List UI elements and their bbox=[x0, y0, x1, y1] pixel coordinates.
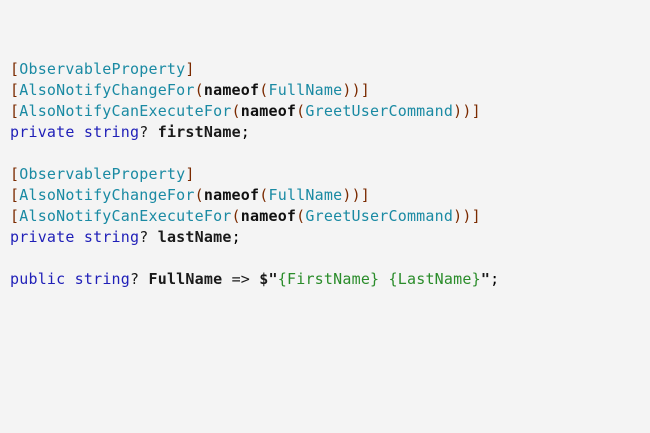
code-token: AlsoNotifyCanExecuteFor bbox=[19, 207, 232, 225]
code-token: ] bbox=[185, 165, 195, 183]
code-token: ; bbox=[231, 228, 241, 246]
code-token: ObservableProperty bbox=[19, 60, 186, 78]
code-token bbox=[65, 270, 74, 288]
code-token: string bbox=[74, 270, 131, 288]
code-token: ? bbox=[139, 228, 158, 246]
code-line: [ObservableProperty] bbox=[10, 164, 650, 185]
code-token: lastName bbox=[157, 228, 232, 246]
code-token: ( bbox=[231, 102, 241, 120]
code-token: ObservableProperty bbox=[19, 165, 186, 183]
code-token: AlsoNotifyChangeFor bbox=[19, 81, 195, 99]
code-token: nameof bbox=[240, 207, 297, 225]
code-line: [AlsoNotifyCanExecuteFor(nameof(GreetUse… bbox=[10, 206, 650, 227]
code-token: [ bbox=[10, 165, 20, 183]
code-token: ( bbox=[296, 102, 306, 120]
code-line: public string? FullName => $"{FirstName}… bbox=[10, 269, 650, 290]
code-token bbox=[75, 228, 84, 246]
code-line: [ObservableProperty] bbox=[10, 59, 650, 80]
code-token: nameof bbox=[203, 81, 260, 99]
code-token: ( bbox=[231, 207, 241, 225]
code-token: FullName bbox=[148, 270, 223, 288]
code-token: public bbox=[10, 270, 66, 288]
code-line: private string? firstName; bbox=[10, 122, 650, 143]
code-token: ; bbox=[240, 123, 251, 141]
code-token: ))] bbox=[453, 102, 481, 120]
code-token: [ bbox=[10, 60, 20, 78]
code-token: [ bbox=[10, 81, 20, 99]
code-token: [ bbox=[10, 207, 20, 225]
code-line: [AlsoNotifyChangeFor(nameof(FullName))] bbox=[10, 185, 650, 206]
code-token: ))] bbox=[342, 81, 371, 99]
code-token: private bbox=[10, 123, 75, 141]
code-blank-line bbox=[10, 143, 650, 164]
code-token: firstName bbox=[157, 123, 241, 141]
code-block: [ObservableProperty][AlsoNotifyChangeFor… bbox=[10, 59, 650, 290]
code-token: string bbox=[83, 228, 140, 246]
code-token: private bbox=[10, 228, 75, 246]
code-token: ? bbox=[139, 123, 158, 141]
code-token: ))] bbox=[453, 207, 481, 225]
code-blank-line bbox=[10, 248, 650, 269]
code-token: {FirstName} {LastName} bbox=[277, 270, 481, 288]
code-token: ( bbox=[296, 207, 306, 225]
code-token: ? bbox=[130, 270, 149, 288]
code-token bbox=[75, 123, 84, 141]
code-token: AlsoNotifyChangeFor bbox=[19, 186, 195, 204]
code-token: ; bbox=[490, 270, 500, 288]
code-line: [AlsoNotifyCanExecuteFor(nameof(GreetUse… bbox=[10, 101, 650, 122]
code-token: ))] bbox=[342, 186, 371, 204]
code-token: ] bbox=[185, 60, 195, 78]
code-token: [ bbox=[10, 102, 20, 120]
code-token: ( bbox=[194, 81, 204, 99]
code-token: [ bbox=[10, 186, 20, 204]
code-token: ( bbox=[259, 186, 269, 204]
code-token: string bbox=[83, 123, 140, 141]
code-token: nameof bbox=[203, 186, 260, 204]
code-token: => bbox=[222, 270, 260, 288]
code-token: GreetUserCommand bbox=[305, 102, 454, 120]
code-token: $" bbox=[259, 270, 278, 288]
code-token: FullName bbox=[268, 81, 343, 99]
code-token: " bbox=[480, 270, 491, 288]
code-token: ( bbox=[194, 186, 204, 204]
code-token: ( bbox=[259, 81, 269, 99]
code-line: private string? lastName; bbox=[10, 227, 650, 248]
code-token: FullName bbox=[268, 186, 343, 204]
code-line: [AlsoNotifyChangeFor(nameof(FullName))] bbox=[10, 80, 650, 101]
code-token: AlsoNotifyCanExecuteFor bbox=[19, 102, 232, 120]
code-token: nameof bbox=[240, 102, 297, 120]
code-token: GreetUserCommand bbox=[305, 207, 454, 225]
